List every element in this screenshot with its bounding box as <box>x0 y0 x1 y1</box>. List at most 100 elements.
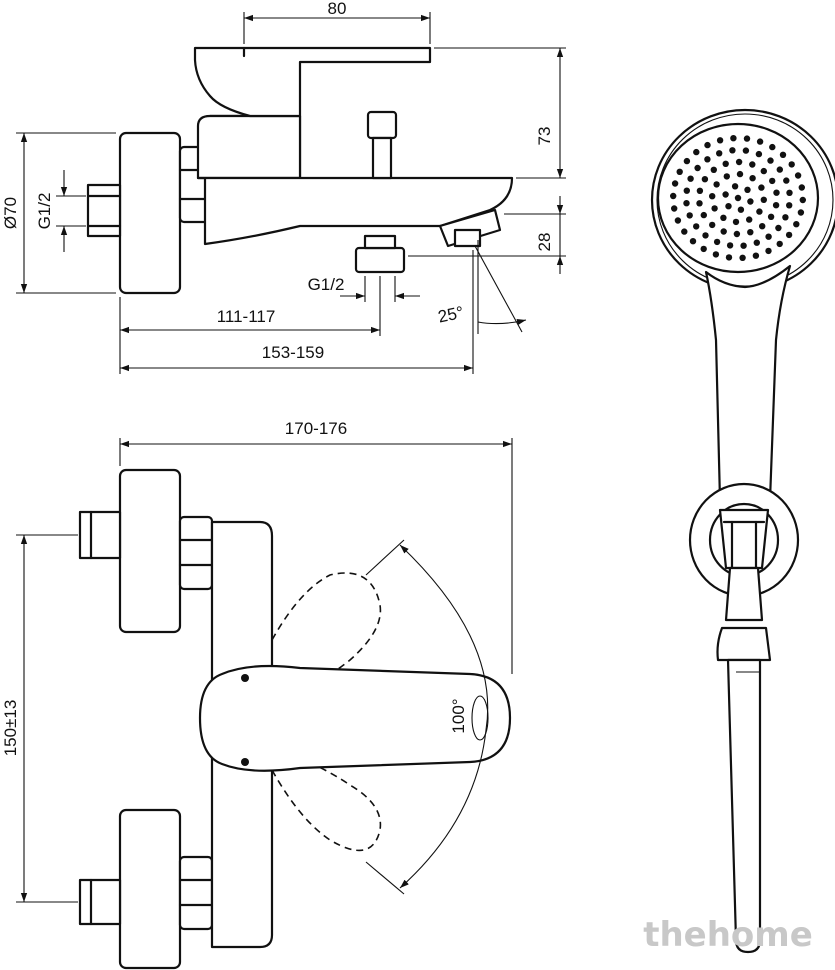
nozzle-dot <box>723 173 730 180</box>
nozzle-dot <box>686 212 693 219</box>
dim-80: 80 <box>328 0 347 18</box>
nozzle-dot <box>704 156 711 163</box>
shower-head <box>650 108 835 292</box>
nozzle-dot <box>713 238 721 246</box>
nozzle-dot <box>775 224 782 232</box>
dim-lever-rotation: 100° <box>449 698 468 733</box>
nozzle-dot <box>683 157 691 165</box>
nozzle-dot <box>730 135 737 142</box>
nozzle-dot <box>671 205 678 212</box>
nozzle-dot <box>689 238 697 245</box>
nozzle-dot <box>722 191 729 198</box>
nozzle-dot <box>687 175 694 182</box>
nozzle-dot <box>776 240 783 248</box>
rotation-arc <box>399 544 489 889</box>
dim-spout-angle: 25° <box>436 303 465 327</box>
nozzle-dot <box>765 233 772 240</box>
nozzle-dot <box>743 135 751 142</box>
nozzle-dot <box>783 177 790 184</box>
nozzle-dot <box>722 160 729 167</box>
nozzle-dot <box>674 217 682 224</box>
hose-outlet-side <box>354 246 406 274</box>
nozzle-dot <box>681 228 688 235</box>
nozzle-dot <box>725 203 732 210</box>
nozzle-dot <box>756 208 763 215</box>
nozzle-dot <box>711 205 718 212</box>
wall-flange-upper <box>118 468 182 634</box>
nozzle-dot <box>753 239 760 246</box>
nozzle-dot <box>683 187 690 194</box>
lever-rotated-lower <box>271 754 382 852</box>
nozzle-dot <box>779 151 787 158</box>
nozzle-dot <box>671 180 679 187</box>
front-view: 170-176 150±13 100° <box>1 419 513 970</box>
dim-centers: 150±13 <box>1 700 20 757</box>
lever-side <box>193 46 432 118</box>
nozzle-dot <box>735 158 743 166</box>
nozzle-dot <box>793 221 800 228</box>
nozzle-dot <box>760 196 767 203</box>
nozzle-dot <box>701 176 709 183</box>
nozzle-dot <box>742 147 750 154</box>
nozzle-dot <box>734 194 742 202</box>
nozzle-dot <box>782 214 789 221</box>
dim-spout-reach: 153-159 <box>262 343 324 362</box>
nozzle-dot <box>710 166 717 173</box>
dim-73: 73 <box>535 127 554 146</box>
dim-28: 28 <box>535 233 554 252</box>
nozzle-dot <box>786 189 793 196</box>
nozzle-dot <box>772 202 780 209</box>
nozzle-dot <box>744 186 751 193</box>
nozzle-dot <box>737 206 745 213</box>
nozzle-dot <box>799 196 806 204</box>
nozzle-dot <box>732 218 740 226</box>
nozzle-dot <box>700 211 707 219</box>
nozzle-dot <box>767 157 774 164</box>
nozzle-dot <box>755 150 763 158</box>
wall-flange-lower <box>118 808 182 970</box>
nozzle-dot <box>704 141 711 149</box>
nozzle-dot <box>670 192 677 200</box>
nozzle-dot <box>785 231 793 239</box>
nozzle-dot <box>693 223 700 230</box>
nozzle-dot <box>765 247 772 255</box>
shower-hose <box>724 566 764 622</box>
nozzle-dot <box>747 198 754 205</box>
watermark: thehome <box>643 915 813 955</box>
nozzle-dot <box>709 193 716 200</box>
angle-arc-25 <box>477 318 527 326</box>
nozzle-dot <box>731 183 739 190</box>
dim-outlet-distance: 111-117 <box>217 307 276 326</box>
nozzle-dot <box>759 223 766 230</box>
nozzle-dot <box>700 245 707 253</box>
nozzle-dot <box>747 229 754 236</box>
shower-nozzles <box>670 135 806 261</box>
nozzle-dot <box>716 150 723 157</box>
nozzle-dot <box>716 137 724 144</box>
nozzle-dot <box>713 181 720 188</box>
nozzle-dot <box>752 252 760 259</box>
lever-front <box>198 664 512 772</box>
dim-diameter: Ø70 <box>1 197 20 229</box>
nozzle-dot <box>749 175 756 182</box>
nozzle-dot <box>739 254 746 261</box>
nozzle-dot <box>767 213 775 220</box>
nozzle-dot <box>769 143 776 151</box>
nozzle-dot <box>702 232 709 239</box>
nozzle-dot <box>694 164 701 172</box>
nozzle-dot <box>736 170 744 178</box>
shower-handle <box>704 264 792 502</box>
nozzle-dot <box>773 189 780 196</box>
nozzle-dot <box>786 202 793 209</box>
nozzle-dot <box>725 254 733 261</box>
nozzle-dot <box>756 138 764 145</box>
nozzle-dot <box>712 251 720 258</box>
nozzle-dot <box>788 161 795 168</box>
nozzle-dot <box>740 242 747 249</box>
nozzle-dot <box>720 214 727 221</box>
nozzle-dot <box>794 172 802 179</box>
inlet-stub-side <box>86 183 122 238</box>
nozzle-dot <box>726 242 734 249</box>
nozzle-dot <box>776 166 783 173</box>
